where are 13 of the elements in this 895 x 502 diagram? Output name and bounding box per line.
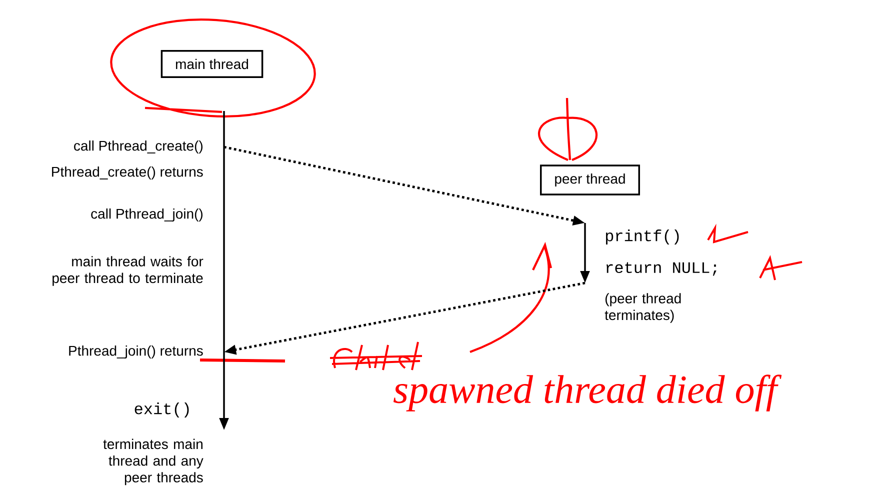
- handwritten-note: spawned thread died off: [393, 374, 782, 412]
- step-text: call Pthread_join(): [91, 208, 202, 222]
- step-text: call Pthread_create(): [74, 140, 202, 154]
- step-text: terminates main thread and any peer threads: [103, 438, 204, 486]
- step-text: Pthread_join() returns: [69, 345, 203, 359]
- code-text: printf(): [606, 230, 679, 244]
- step-text: main thread waits for peer thread to terminate: [52, 256, 204, 286]
- code-text: exit(): [134, 402, 189, 418]
- thread-box: peer thread: [540, 164, 640, 196]
- thread-box: main thread: [160, 50, 264, 78]
- step-text: Pthread_create() returns: [52, 166, 203, 180]
- note-text: (peer thread terminates): [604, 293, 681, 323]
- code-text: return NULL;: [606, 262, 716, 276]
